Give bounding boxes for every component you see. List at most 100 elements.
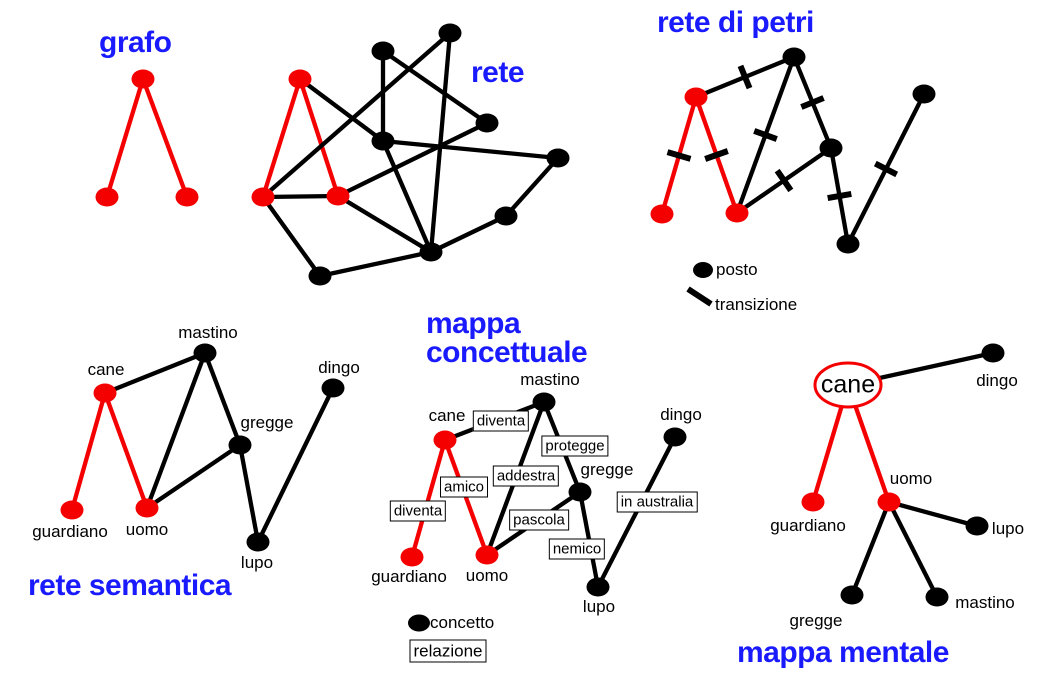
rete-semantica-node bbox=[60, 500, 84, 520]
grafo-node bbox=[175, 187, 199, 207]
legend-posto-label: posto bbox=[716, 260, 758, 279]
rete-node bbox=[251, 187, 275, 207]
rete-semantica-edge bbox=[69, 392, 108, 511]
rete-semantica-edge bbox=[145, 443, 242, 510]
rete-edge bbox=[297, 78, 341, 197]
rete-semantica-node-label: lupo bbox=[240, 553, 274, 572]
mappa-concettuale-node-label: mastino bbox=[520, 370, 580, 389]
rete-di-petri-transition-tick bbox=[827, 190, 852, 202]
rete-node bbox=[475, 113, 499, 133]
mappa-mentale-root-label: cane bbox=[820, 370, 876, 399]
title-grafo: grafo bbox=[99, 26, 172, 59]
rete-di-petri-transition-tick bbox=[800, 95, 825, 110]
mappa-mentale-node bbox=[801, 492, 825, 512]
rete-edge bbox=[262, 193, 339, 200]
mappa-concettuale-relation-label: diventa bbox=[389, 500, 447, 522]
mappa-mentale-node-label: guardiano bbox=[770, 516, 846, 535]
mappa-concettuale-node-label: uomo bbox=[465, 566, 509, 585]
rete-edge bbox=[260, 78, 303, 198]
rete-di-petri-node bbox=[650, 204, 674, 224]
rete-di-petri-legend-node-icon bbox=[693, 262, 713, 278]
rete-semantica-edge bbox=[237, 444, 261, 543]
rete-node bbox=[288, 69, 312, 89]
rete-edge bbox=[430, 214, 507, 254]
mappa-concettuale-node bbox=[532, 392, 556, 412]
rete-semantica-edge bbox=[256, 387, 335, 543]
rete-edge bbox=[382, 138, 559, 161]
mappa-concettuale-node bbox=[586, 577, 610, 597]
rete-semantica-node bbox=[93, 383, 117, 403]
mappa-mentale-node-label: dingo bbox=[976, 371, 1018, 390]
mappa-mentale-node-label: gregge bbox=[789, 611, 843, 630]
legend-relazione-label: relazione bbox=[409, 639, 487, 663]
rete-node bbox=[438, 23, 462, 43]
mappa-concettuale-node bbox=[568, 482, 592, 502]
title-mappa-concettuale: mappa concettuale bbox=[426, 307, 588, 369]
mappa-concettuale-node bbox=[433, 430, 457, 450]
rete-node bbox=[326, 186, 350, 206]
mappa-concettuale-node-label: lupo bbox=[582, 597, 616, 616]
mappa-concettuale-relation-label: amico bbox=[439, 476, 489, 498]
mappa-concettuale-node bbox=[663, 427, 687, 447]
mappa-mentale-node-label: mastino bbox=[955, 593, 1015, 612]
mappa-mentale-node bbox=[840, 585, 864, 605]
rete-semantica-node-label: mastino bbox=[178, 323, 238, 342]
rete-di-petri-transition-tick bbox=[774, 168, 794, 193]
rete-di-petri-transition-tick bbox=[704, 148, 729, 162]
rete-edge bbox=[428, 32, 453, 253]
grafo-edge bbox=[140, 78, 190, 198]
title-rete-di-petri: rete di petri bbox=[657, 6, 814, 39]
rete-di-petri-transition-tick bbox=[873, 160, 899, 178]
mappa-concettuale-relation-label: addestra bbox=[492, 465, 560, 487]
rete-semantica-node-label: cane bbox=[87, 360, 125, 379]
rete-di-petri-node bbox=[836, 234, 860, 254]
mappa-mentale-edge bbox=[887, 501, 939, 598]
rete-di-petri-node bbox=[725, 203, 749, 223]
mappa-concettuale-edge bbox=[442, 439, 490, 556]
title-rete: rete bbox=[471, 56, 525, 89]
rete-edge bbox=[504, 156, 560, 218]
rete-semantica-node bbox=[246, 532, 270, 552]
rete-edge bbox=[261, 31, 452, 199]
mappa-concettuale-node-label: guardiano bbox=[371, 567, 447, 586]
rete-di-petri-node bbox=[782, 47, 806, 67]
mappa-concettuale-relation-label: diventa bbox=[472, 410, 530, 432]
rete-edge bbox=[319, 249, 432, 279]
rete-semantica-node bbox=[193, 343, 217, 363]
rete-edge bbox=[337, 121, 488, 198]
rete-di-petri-transition-tick bbox=[666, 149, 692, 162]
mappa-concettuale-relation-label: in australia bbox=[616, 491, 698, 513]
mappa-mentale-root-ellipse bbox=[813, 361, 883, 409]
rete-edge bbox=[381, 140, 433, 253]
rete-node bbox=[371, 131, 395, 151]
rete-semantica-edge bbox=[202, 352, 243, 446]
rete-node bbox=[494, 206, 518, 226]
mappa-concettuale-edge bbox=[409, 439, 448, 558]
mappa-mentale-node bbox=[925, 587, 949, 607]
title-mappa-mentale: mappa mentale bbox=[737, 636, 949, 669]
rete-node bbox=[546, 148, 570, 168]
mappa-concettuale-node-label: gregge bbox=[580, 460, 634, 479]
rete-semantica-node-label: uomo bbox=[125, 520, 169, 539]
mappa-concettuale-node-label: dingo bbox=[660, 405, 702, 424]
rete-di-petri-node bbox=[912, 84, 936, 104]
rete-edge bbox=[298, 77, 385, 143]
rete-node bbox=[371, 41, 395, 61]
grafo-node bbox=[95, 187, 119, 207]
mappa-concettuale-legend-node-icon bbox=[408, 614, 430, 632]
mappa-concettuale-node bbox=[475, 545, 499, 565]
mappa-concettuale-relation-label: nemico bbox=[548, 538, 606, 560]
legend-transizione-label: transizione bbox=[715, 295, 798, 314]
mappa-mentale-node-label: uomo bbox=[889, 469, 933, 488]
rete-semantica-node bbox=[135, 498, 159, 518]
rete-di-petri-node bbox=[684, 87, 708, 107]
rete-di-petri-transition-tick bbox=[737, 64, 753, 90]
rete-semantica-node bbox=[228, 435, 252, 455]
title-rete-semantica: rete semantica bbox=[28, 569, 232, 602]
mappa-mentale-edge bbox=[888, 499, 978, 529]
mappa-concettuale-node bbox=[400, 547, 424, 567]
rete-semantica-edge bbox=[104, 351, 206, 395]
rete-semantica-node-label: gregge bbox=[240, 413, 294, 432]
